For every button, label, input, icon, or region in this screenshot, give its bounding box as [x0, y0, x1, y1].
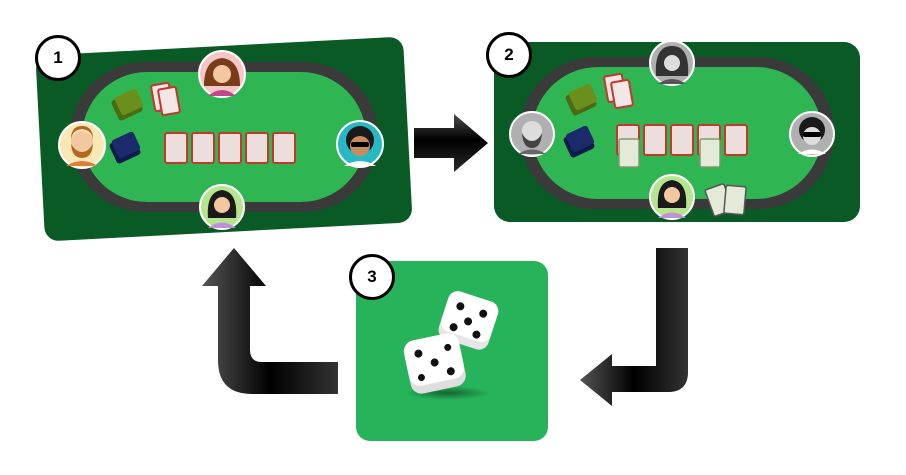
dice-icon — [403, 291, 499, 394]
step-number: 2 — [504, 45, 514, 64]
community-cards — [164, 132, 296, 164]
player-avatar-right — [336, 120, 384, 168]
down-left-arrow-icon — [580, 248, 688, 406]
deck-cards — [150, 81, 181, 117]
chip-stack-green — [111, 88, 144, 121]
player-avatar-top — [198, 50, 246, 98]
player-hand-cards — [704, 183, 747, 217]
chip-stack-blue — [563, 125, 595, 158]
deck-cards — [603, 72, 634, 110]
player-avatar-bottom — [199, 184, 245, 230]
step-number: 3 — [367, 267, 377, 286]
chip-stack-blue — [109, 131, 141, 164]
player-avatar-top-gray — [649, 40, 695, 86]
player-avatar-left-gray — [509, 111, 555, 157]
step-badge-2: 2 — [486, 32, 532, 78]
step-badge-1: 1 — [35, 35, 81, 81]
right-arrow-icon — [414, 114, 488, 172]
player-avatar-right-gray — [789, 111, 835, 157]
step-badge-3: 3 — [349, 254, 395, 300]
step-number: 1 — [53, 48, 63, 67]
poker-table-1 — [36, 37, 412, 241]
dealt-cards — [618, 138, 721, 168]
player-avatar-bottom — [649, 174, 695, 220]
poker-table-2 — [494, 40, 860, 222]
chip-stack-green — [565, 83, 598, 116]
dice-tile — [356, 261, 548, 441]
player-avatar-left — [58, 121, 106, 169]
left-up-arrow-icon — [202, 248, 338, 394]
